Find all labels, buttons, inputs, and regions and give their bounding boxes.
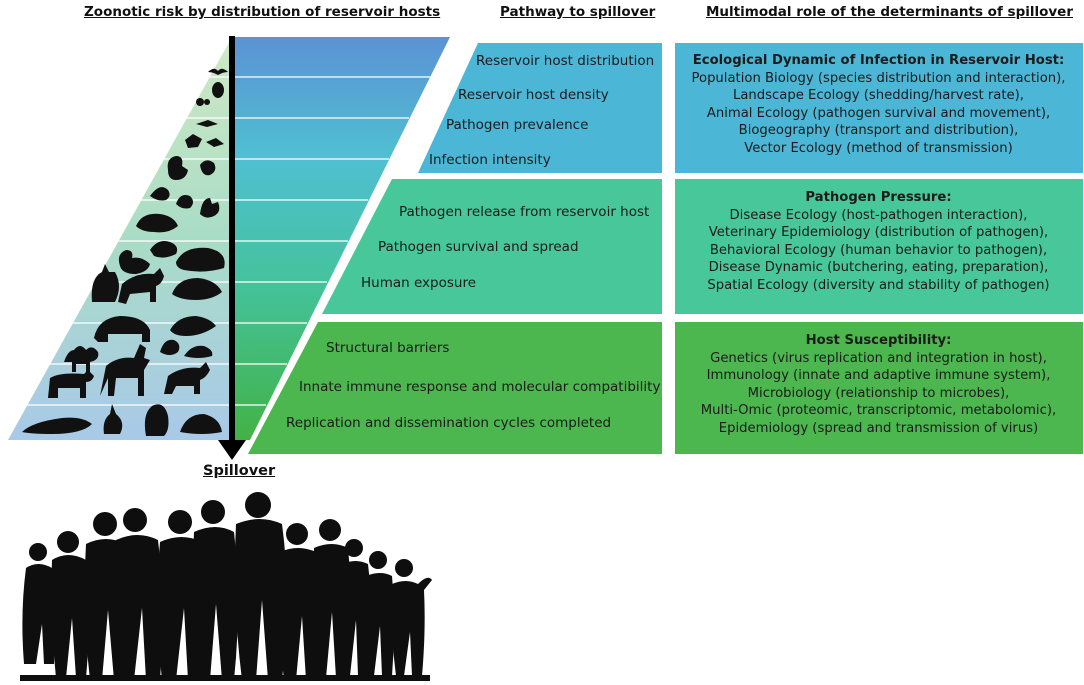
panel-line: Vector Ecology (method of transmission) xyxy=(744,140,1013,156)
header-pathway: Pathway to spillover xyxy=(500,4,656,20)
pathway-label-host-density: Reservoir host density xyxy=(458,87,609,103)
spillover-label: Spillover xyxy=(203,463,276,479)
pathway-label-structural-barriers: Structural barriers xyxy=(326,340,450,356)
pathway-label-replication-cycles: Replication and dissemination cycles com… xyxy=(286,415,612,431)
panel-title: Pathogen Pressure: xyxy=(805,190,952,205)
pathway-block-susceptibility xyxy=(248,322,662,454)
pathway-label-pathogen-release: Pathogen release from reservoir host xyxy=(399,204,650,220)
animal-pyramid-background xyxy=(8,37,232,440)
panel-ecological-dynamic: Ecological Dynamic of Infection in Reser… xyxy=(676,52,1081,158)
risk-gradient-band xyxy=(232,37,450,440)
panel-line: Animal Ecology (pathogen survival and mo… xyxy=(706,105,1051,121)
panel-ecological-bg xyxy=(675,43,1083,173)
header-zoonotic-risk: Zoonotic risk by distribution of reservo… xyxy=(84,4,441,20)
pathway-label-infection-intensity: Infection intensity xyxy=(429,152,551,168)
pathway-label-human-exposure: Human exposure xyxy=(361,275,477,291)
panel-pathogen-pressure: Pathogen Pressure: Disease Ecology (host… xyxy=(676,189,1081,295)
pathway-label-innate-immune: Innate immune response and molecular com… xyxy=(299,379,661,395)
panel-line: Disease Dynamic (butchering, eating, pre… xyxy=(708,260,1049,276)
animal-silhouettes-icon xyxy=(22,68,228,436)
panel-line: Population Biology (species distribution… xyxy=(691,70,1066,86)
panel-title: Host Susceptibility: xyxy=(805,333,952,348)
panel-host-susceptibility: Host Susceptibility: Genetics (virus rep… xyxy=(676,332,1081,438)
pathway-block-pressure xyxy=(322,179,662,314)
panel-line: Immunology (innate and adaptive immune s… xyxy=(706,368,1051,384)
pathway-label-survival-spread: Pathogen survival and spread xyxy=(378,239,579,255)
panel-line: Landscape Ecology (shedding/harvest rate… xyxy=(733,88,1024,104)
panel-line: Multi-Omic (proteomic, transcriptomic, m… xyxy=(700,403,1057,419)
panel-line: Behavioral Ecology (human behavior to pa… xyxy=(709,242,1048,258)
risk-band-row-lines xyxy=(232,76,430,406)
spillover-arrow xyxy=(218,36,246,460)
panel-pressure-bg xyxy=(675,179,1083,314)
panel-line: Disease Ecology (host-pathogen interacti… xyxy=(729,207,1028,223)
panel-line: Biogeography (transport and distribution… xyxy=(738,123,1019,139)
pathway-label-host-distribution: Reservoir host distribution xyxy=(476,53,655,69)
panel-line: Spatial Ecology (diversity and stability… xyxy=(707,277,1050,293)
panel-title: Ecological Dynamic of Infection in Reser… xyxy=(692,53,1065,68)
header-multimodal-role: Multimodal role of the determinants of s… xyxy=(706,4,1073,20)
panel-line: Veterinary Epidemiology (distribution of… xyxy=(708,225,1049,241)
human-crowd-silhouette-icon xyxy=(20,492,432,681)
pathway-label-pathogen-prevalence: Pathogen prevalence xyxy=(446,117,589,133)
panel-line: Microbiology (relationship to microbes), xyxy=(747,385,1010,401)
panel-line: Epidemiology (spread and transmission of… xyxy=(718,420,1039,436)
panel-line: Genetics (virus replication and integrat… xyxy=(710,350,1047,366)
pathway-block-ecological xyxy=(418,43,662,173)
panel-susceptibility-bg xyxy=(675,322,1083,454)
